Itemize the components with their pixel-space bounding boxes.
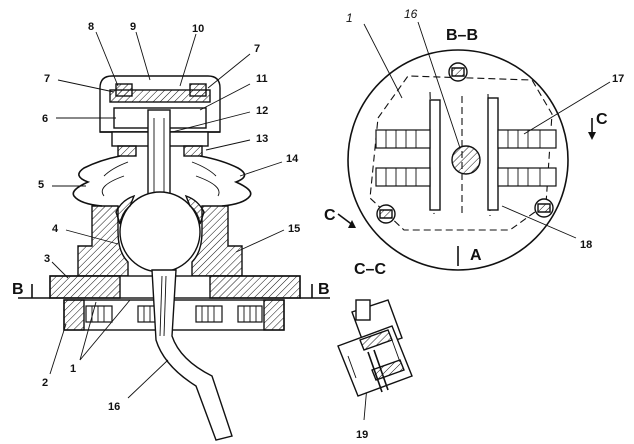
section-title: B–B [446, 27, 478, 44]
part-label: 12 [256, 105, 268, 117]
view-marker: C [596, 111, 608, 128]
seal-left [115, 83, 133, 97]
center-shaft [451, 145, 481, 175]
view-marker-left: C [324, 207, 356, 228]
part-label: 18 [580, 239, 592, 251]
bolt-left [376, 204, 396, 224]
italic-label: 16 [404, 7, 418, 21]
bellows [72, 155, 252, 207]
view-marker: C [324, 207, 336, 224]
part-label: 4 [52, 223, 59, 235]
part-label: 11 [256, 73, 268, 85]
round-plate [347, 49, 569, 271]
part-label: 5 [38, 179, 44, 191]
part-label: 9 [130, 21, 136, 33]
left-leaders [49, 31, 285, 399]
ball-joint-assembly [18, 75, 330, 441]
part-label: 13 [256, 133, 268, 145]
housing-left [77, 205, 129, 277]
section-markers-b: B B [12, 281, 330, 298]
stem [147, 109, 171, 201]
subsection-title: C–C [354, 261, 386, 278]
left-part-labels: 8 9 10 7 7 11 6 12 13 14 5 4 15 3 1 2 16 [38, 21, 300, 413]
lever [151, 269, 233, 441]
bolt-top [448, 62, 468, 82]
point-label: A [470, 247, 482, 264]
part-label: 7 [44, 73, 50, 85]
part-label: 7 [254, 43, 260, 55]
part-label: 17 [612, 73, 624, 85]
view-marker-right: C [588, 111, 608, 140]
section-marker: B [318, 281, 330, 298]
section-b-b-view [347, 49, 569, 271]
part-label: 3 [44, 253, 50, 265]
part-label: 14 [286, 153, 299, 165]
ball [119, 191, 201, 273]
part-label: 19 [356, 429, 368, 441]
housing-right [191, 205, 243, 277]
part-label: 16 [108, 401, 120, 413]
part-label: 10 [192, 23, 204, 35]
part-label: 1 [70, 363, 76, 375]
part-label: 15 [288, 223, 300, 235]
part-label: 2 [42, 377, 48, 389]
bolt-right [534, 198, 554, 218]
section-marker: B [12, 281, 24, 298]
part-label: 8 [88, 21, 94, 33]
section-c-c-detail [337, 299, 413, 397]
right-labels: 1 16 B–B 17 18 19 A C–C [346, 7, 624, 441]
cap-plate [109, 89, 211, 103]
italic-label: 1 [346, 11, 353, 25]
seal-right [189, 83, 207, 97]
part-label: 6 [42, 113, 48, 125]
springs [375, 129, 557, 187]
